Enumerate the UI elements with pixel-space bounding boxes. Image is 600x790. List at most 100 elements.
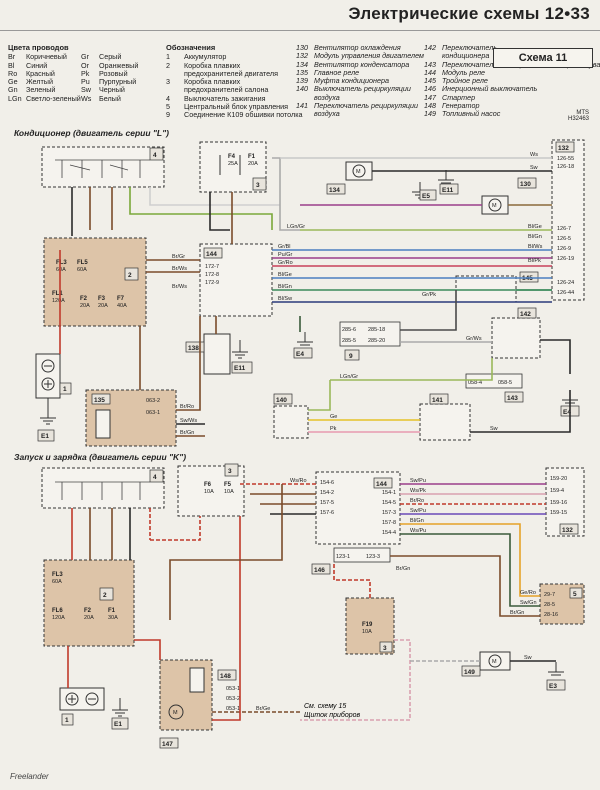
ignition-switch-box-bottom [41,467,165,509]
wire-colors-title: Цвета проводов [8,43,69,52]
component-tag [517,177,537,189]
ecm-box [551,139,585,301]
wire-label: Bl/Gn [410,518,424,524]
wire-label: Ge [330,414,337,420]
motor-symbol: M [356,169,361,175]
fuse-label: FL6 [52,608,63,614]
ground-icon [112,698,128,717]
connector-label: 28-16 [544,612,558,618]
wire-label: Br/Gn [510,610,524,616]
ground-icon [548,662,564,676]
fuse-label: F4 [228,154,236,160]
connector-label: 285-6 [342,327,356,333]
component-number: 4 [153,474,157,481]
fuse-rating: 20A [84,615,94,621]
connector-label: 126-5 [557,236,571,242]
ground-number: E5 [422,193,430,200]
wire-label: Bl/Ge [528,224,542,230]
wire-label: Sw [490,426,498,432]
component-number: 143 [507,395,518,402]
fuse-label: F2 [80,296,88,302]
wire-label: Sw/Pu [410,508,426,514]
wire-label: Bl/Pk [528,258,541,264]
wire-label: Pu/Gr [278,252,293,258]
component-number: 144 [376,481,387,488]
wire-label: Ws/Ro [290,478,307,484]
component-number: 2 [103,592,107,599]
component-tag [504,391,524,403]
motor-icon [352,164,366,178]
component-tag [555,141,575,153]
fuse-label: F1 [108,608,116,614]
wire-label: Br/Ws [172,284,187,290]
connector-label: 126-18 [557,164,574,170]
wire-label: Bl/Gn [278,284,292,290]
component-number: 141 [432,397,443,404]
component-number: 149 [464,669,475,676]
connector-label: 053-1 [226,686,240,692]
component-tag [159,737,179,749]
motor-symbol: M [492,659,497,665]
component-tag [59,382,72,395]
motor-icon [488,654,502,668]
fuse-rating: 120A [52,298,65,304]
component-number: 147 [162,741,173,748]
legend-item: воздуха [314,109,340,119]
section-title-bottom: Запуск и зарядка (двигатель серии "K") [14,452,187,462]
connector-label: 126-24 [557,280,574,286]
wire-label: LGn/Gr [287,224,305,230]
component-number: 130 [520,181,531,188]
connector-label: 157-5 [320,500,334,506]
connector-label: 126-9 [557,246,571,252]
wire-label: Sw [530,165,538,171]
component-tag [461,665,481,677]
wire-label: Gr/Pk [422,292,436,298]
page-header: Электрические схемы 12•33 [0,0,600,31]
ground-tag [231,361,253,374]
recirc-switch-141 [419,403,471,441]
fuse-label: FL3 [52,572,63,578]
component-tag [569,587,583,599]
connector-label: 172-7 [205,264,219,270]
connector-label: 123-1 [336,554,350,560]
ground-icon [297,332,313,346]
component-tag [273,393,293,405]
component-tag [519,271,539,283]
component-number: 5 [573,591,577,598]
component-number: 138 [188,345,199,352]
component-tag [326,183,346,195]
connector-label: 154-4 [382,530,396,536]
fuse-rating: 25A [228,161,238,167]
battery-plus-terminal [65,692,79,706]
component-tag [149,147,164,161]
wire-label: Bl/Sw [278,296,292,302]
ground-tag [419,189,437,201]
fuse-rating: 20A [80,303,90,309]
legend-item: предохранителей двигателя [184,68,278,78]
fuse-rating: 60A [56,267,66,273]
connector-label: 285-5 [342,338,356,344]
wire-label: Ws [530,152,538,158]
battery-box [35,353,61,399]
battery-minus-terminal [85,692,99,706]
fuse-rating: 60A [77,267,87,273]
connector-label: 172-9 [205,280,219,286]
motor-symbol: M [173,710,178,716]
fuse-rating: 30A [108,615,118,621]
wire-label: Bl/Gn [528,234,542,240]
connector-label: 058-4 [468,380,482,386]
component-number: 135 [94,397,105,404]
fuse-label: FL5 [77,260,88,266]
